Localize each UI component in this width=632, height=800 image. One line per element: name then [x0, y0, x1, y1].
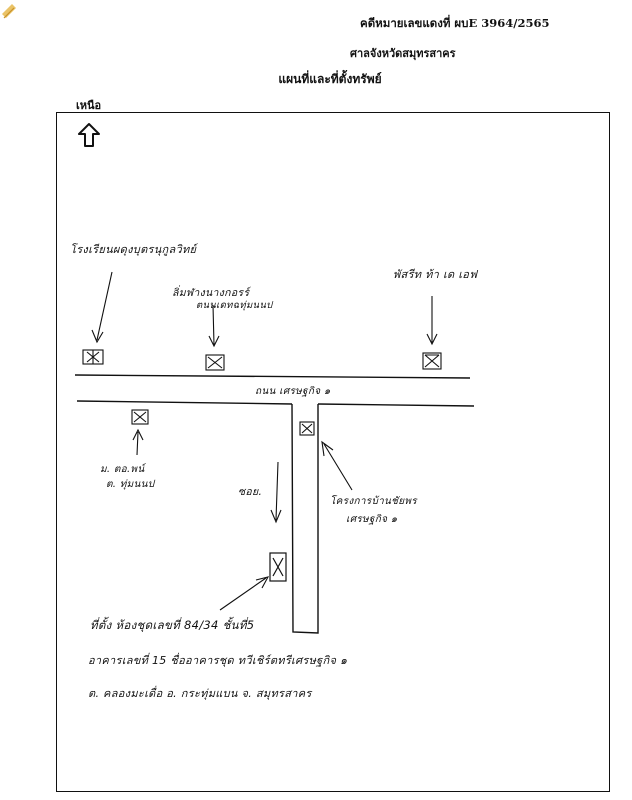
property-location-line3: ต. คลองมะเดื่อ อ. กระทุ่มแบน จ. สมุทรสาค… — [88, 687, 312, 700]
left-landmark-line2: ต. ทุ่มนนป — [106, 479, 155, 490]
target-property-marker — [269, 552, 287, 582]
right-landmark-line1: โครงการบ้านชัยพร — [330, 496, 417, 507]
landmark-label-2-line1: ลิ่มฬางนางกอรร์ — [172, 287, 250, 299]
building-marker-5 — [299, 421, 315, 436]
road-name-label: ถนน เศรษฐกิจ ๑ — [255, 386, 331, 397]
building-marker-1 — [82, 349, 104, 365]
property-location-line1: ที่ตั้ง ห้องชุดเลขที่ 84/34 ชั้นที่5 — [90, 618, 255, 632]
main-road — [74, 374, 475, 407]
right-landmark-line2: เศรษฐกิจ ๑ — [346, 514, 398, 525]
case-number: คดีหมายเลขแดงที่ ผบE 3964/2565 — [360, 16, 550, 30]
landmark-label-3: พัสรีท ท้า เด เอฟ — [393, 268, 478, 281]
building-marker-4 — [131, 409, 149, 425]
building-marker-2 — [205, 354, 225, 371]
north-label: เหนือ — [76, 99, 102, 112]
building-marker-3 — [422, 352, 442, 370]
corner-stamp-icon — [0, 0, 22, 22]
document-title: แผนที่และที่ตั้งทรัพย์ — [278, 72, 382, 86]
up-arrow-icon — [78, 123, 100, 147]
pointer-arrows — [91, 271, 438, 611]
court-name: ศาลจังหวัดสมุทรสาคร — [350, 47, 456, 60]
alley-label: ซอย. — [238, 486, 263, 498]
left-landmark-line1: ม. ตอ.พน์ — [100, 464, 145, 475]
landmark-label-1: โรงเรียนผดุงบุตรนุกูลวิทย์ — [70, 243, 197, 256]
property-location-line2: อาคารเลขที่ 15 ชื่ออาคารชุด ทวีเชิร์ตทรี… — [88, 654, 348, 667]
landmark-label-2-line2: ตนนเดทฉทุ่มนนป — [196, 300, 273, 311]
side-alley — [291, 403, 319, 634]
map-frame — [56, 112, 610, 792]
